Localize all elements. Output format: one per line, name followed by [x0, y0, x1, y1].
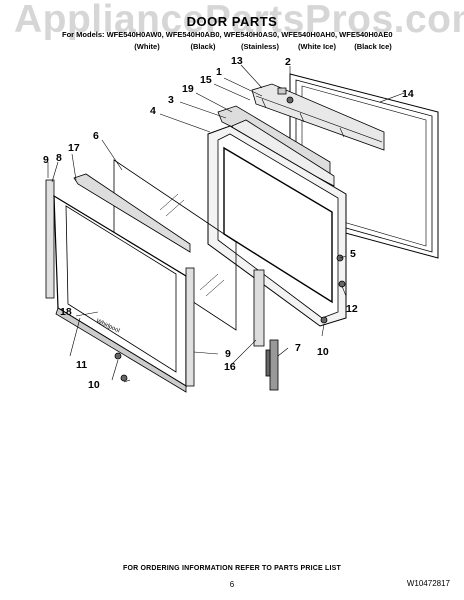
screws — [114, 96, 346, 382]
page-title: DOOR PARTS — [186, 14, 278, 29]
callout-13: 13 — [231, 55, 243, 67]
callout-15: 15 — [200, 74, 212, 86]
callout-12: 12 — [346, 303, 358, 315]
callout-3: 3 — [168, 94, 174, 106]
callout-19: 19 — [182, 83, 194, 95]
glass-pack-rail — [73, 173, 191, 253]
watermark: AppliancePartsPros.com — [14, 0, 464, 41]
right-side-trim — [185, 267, 195, 387]
callout-16: 16 — [224, 361, 236, 373]
color-label-white-ice: (White Ice) — [298, 42, 336, 51]
hinge-assembly — [253, 269, 279, 391]
inner-door-frame — [207, 125, 347, 327]
leader-lines — [47, 64, 405, 383]
inner-glass-pane — [113, 159, 237, 331]
top-vent-trim — [251, 83, 385, 151]
callout-17: 17 — [68, 142, 80, 154]
callout-14: 14 — [402, 88, 414, 100]
color-label-black-ice: (Black Ice) — [354, 42, 392, 51]
outer-door-panel: Whirlpool — [53, 194, 187, 393]
callout-1: 1 — [216, 66, 222, 78]
callout-10-right: 10 — [317, 346, 329, 358]
callout-5: 5 — [350, 248, 356, 260]
page-number: 6 — [229, 580, 235, 589]
callout-10-left: 10 — [88, 379, 100, 391]
callout-9-left: 9 — [43, 154, 49, 166]
callout-18: 18 — [60, 306, 72, 318]
models-line: For Models: WFE540H0AW0, WFE540H0AB0, WF… — [62, 30, 393, 39]
callout-9-right: 9 — [225, 348, 231, 360]
document-id: W10472817 — [406, 579, 450, 588]
callout-8: 8 — [56, 152, 62, 164]
callout-6: 6 — [93, 130, 99, 142]
callout-7: 7 — [295, 342, 301, 354]
ordering-info-footer: FOR ORDERING INFORMATION REFER TO PARTS … — [122, 565, 342, 572]
callout-11: 11 — [76, 359, 88, 371]
callout-4: 4 — [150, 105, 156, 117]
left-side-trim — [45, 179, 55, 299]
callout-2: 2 — [285, 56, 291, 68]
color-label-white: (White) — [134, 42, 160, 51]
color-label-stainless: (Stainless) — [241, 42, 279, 51]
color-label-black: (Black) — [190, 42, 216, 51]
